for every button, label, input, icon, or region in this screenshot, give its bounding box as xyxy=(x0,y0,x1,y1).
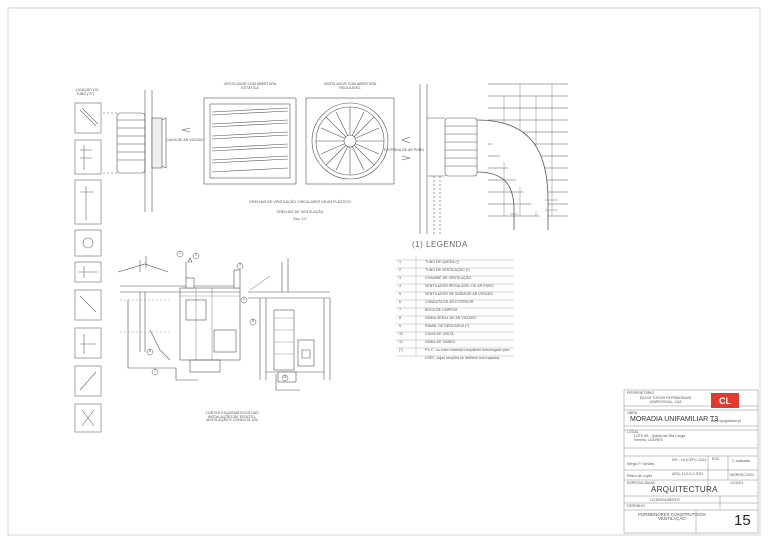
callout-2: 2 xyxy=(195,253,197,257)
legend-item-text: BOCA DE LIMPEZA xyxy=(425,308,458,312)
legend-item-text: CAIXA DE VISITA xyxy=(425,332,454,336)
corte-caption: CORTES ESQUEMÁTICOS DAS INSTALAÇÕES DE E… xyxy=(205,411,259,423)
callout-3: 3 xyxy=(239,263,241,267)
legend-item-number: 5 xyxy=(399,292,401,296)
callout-bubbles xyxy=(146,250,289,382)
grille-adjustable xyxy=(305,97,395,185)
drawing-title: PORMENORES CONSTRUTIVOS VENTILAÇÃO xyxy=(638,512,706,522)
specialty-label: ESPECIALIDADE xyxy=(627,481,656,485)
owner-label: PROPRIETÁRIO xyxy=(627,391,655,395)
legend-item-number: 10 xyxy=(399,332,403,336)
bathroom-section xyxy=(248,258,331,391)
legend-item-text: VENTILADOR REGULÁVEL DE AR PURO xyxy=(425,284,494,288)
legend-item-number: 7 xyxy=(399,308,401,312)
callout-6: 6 xyxy=(149,349,151,353)
grelhas-caption: GRELHAS DE VENTILAÇÃO CIRCULARES DE AR P… xyxy=(249,200,351,204)
legend-item-text: RAMAL DE DESCARGA (*) xyxy=(425,324,469,328)
legend-item-number: 3 xyxy=(399,276,401,280)
title-block xyxy=(623,389,759,534)
legend-item-number: 2 xyxy=(399,268,401,272)
legend-item-text: TUBO DE QUEDA (*) xyxy=(425,260,460,264)
legend-item-number: 4 xyxy=(399,284,401,288)
legend-item-text: P.V.C. ou outro material compatível homo… xyxy=(425,348,510,352)
sewer-section xyxy=(117,256,241,381)
wall-section-left xyxy=(103,90,167,212)
grelhas-title: GRELHAS DE VENTILAÇÃO xyxy=(276,210,324,214)
legend-item-text: CHAMINÉ DE VENTILAÇÃO xyxy=(425,276,472,280)
sheet-number: 15 xyxy=(734,512,751,529)
scale-label: ESC. xyxy=(712,457,721,461)
author-info: Nº1 : 18 (CEP) / 2021 xyxy=(672,458,707,462)
reviewer-name: Pedro de Loyes xyxy=(627,474,653,478)
legend-index: (1) xyxy=(412,240,424,249)
legend-item-text: TUBO DE VENTILAÇÃO (*) xyxy=(425,268,470,272)
adjustable-grille-label: VENTILADOR COM ABERTURA REGULÁVEL xyxy=(323,82,377,90)
drawing-label: DESENHO xyxy=(627,504,645,508)
company-logo: CL xyxy=(711,393,739,408)
detail-column xyxy=(74,102,102,433)
legend-item-text: SAÍDA DE GASES xyxy=(425,340,455,344)
grille-static xyxy=(203,97,297,185)
scale-value: 1: Indicada xyxy=(732,459,750,463)
logo-text: CL xyxy=(719,395,731,406)
callout-1: 1 xyxy=(179,251,181,255)
legend-item-text: SAÍDA GERAL DE AR VICIADO xyxy=(425,316,477,320)
sheet-border xyxy=(7,7,761,536)
location-label: LOCAL xyxy=(627,430,639,434)
specialty: ARQUITECTURA xyxy=(651,485,718,494)
static-grille-label: VENTILADOR COM ABERTURA ESTÁTICA xyxy=(223,82,277,90)
date-value: ARQ. 11/1/1.0 2021 xyxy=(672,472,704,476)
legend-item-number: 9 xyxy=(399,324,401,328)
elbow-duct-section xyxy=(419,83,568,234)
legend-item-text: LNEC, cujas secções se definem nos traça… xyxy=(425,356,500,360)
callout-10: 10 xyxy=(283,375,287,379)
legend-item-number: 8 xyxy=(399,316,401,320)
legend-title: LEGENDA xyxy=(426,240,468,249)
location: LOTE 89 - Quinta da Vila Longa Vimeiro, … xyxy=(634,434,686,442)
phase: LICENCIAMENTO xyxy=(650,498,680,502)
legend-table xyxy=(396,256,514,357)
obra-label: OBRA xyxy=(627,411,638,415)
owner-name: FILICH TUDOR PATRIMONIAIS UNIPESSOAL, LD… xyxy=(640,396,692,404)
caixa-label-left: CAIXA DE AR VICIADO xyxy=(166,138,205,142)
grelhas-scale: Esc. 1:2 xyxy=(293,217,307,221)
project-code: MORDEC2021 xyxy=(730,473,754,477)
author-name: Sérgio P. Simões xyxy=(627,462,655,466)
legend-item-number: 1 xyxy=(399,260,401,264)
company-website: www.cpcgibauer.pt xyxy=(711,419,741,423)
legend-item-number: 6 xyxy=(399,300,401,304)
callout-5: 5 xyxy=(252,319,254,323)
legend-item-text: VENTILADOR DE SAÍDA DE AR VICIADO xyxy=(425,292,494,296)
project-title: MORADIA UNIFAMILIAR T3 xyxy=(630,416,719,423)
legend-item-number: (*) xyxy=(399,348,403,352)
arrows xyxy=(181,127,411,161)
caixa-label-right: ENTRADA DE AR PURO xyxy=(384,148,425,152)
revision: V1/2021 xyxy=(730,481,744,485)
detail-ref-label: LIGAÇÃO DO TUBO ("E") xyxy=(76,88,99,96)
callout-7: 7 xyxy=(154,369,156,373)
legend-item-number: 11 xyxy=(399,340,403,344)
legend-item-text: CONDUTA DE AR EXTERIOR xyxy=(425,300,474,304)
callout-4: 4 xyxy=(243,297,245,301)
